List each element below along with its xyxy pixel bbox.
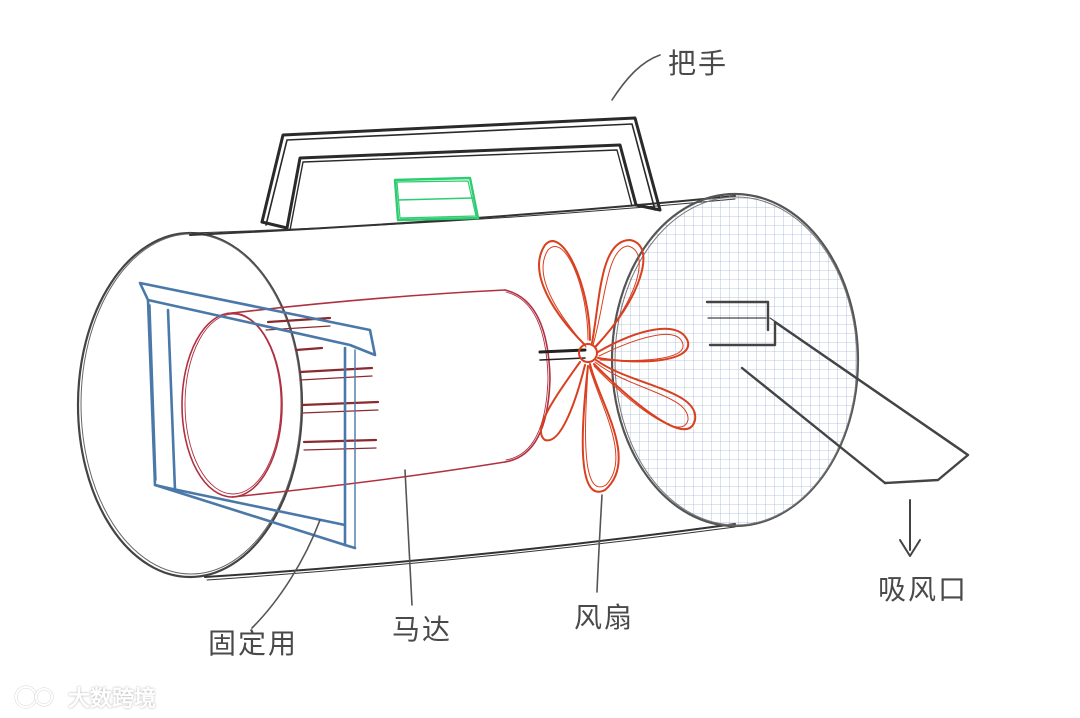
label-motor: 马达 — [392, 608, 452, 648]
leader-lines — [252, 55, 660, 628]
watermark-text: 大数跨境 — [68, 681, 156, 713]
handle — [262, 118, 660, 230]
label-fan: 风扇 — [574, 596, 634, 636]
handle-button — [395, 178, 478, 220]
watermark: 大数跨境 — [10, 682, 156, 712]
label-handle: 把手 — [668, 42, 728, 82]
mounting-bracket — [140, 283, 375, 548]
label-suction-port: 吸风口 — [878, 568, 968, 608]
label-fixing: 固定用 — [208, 622, 298, 662]
